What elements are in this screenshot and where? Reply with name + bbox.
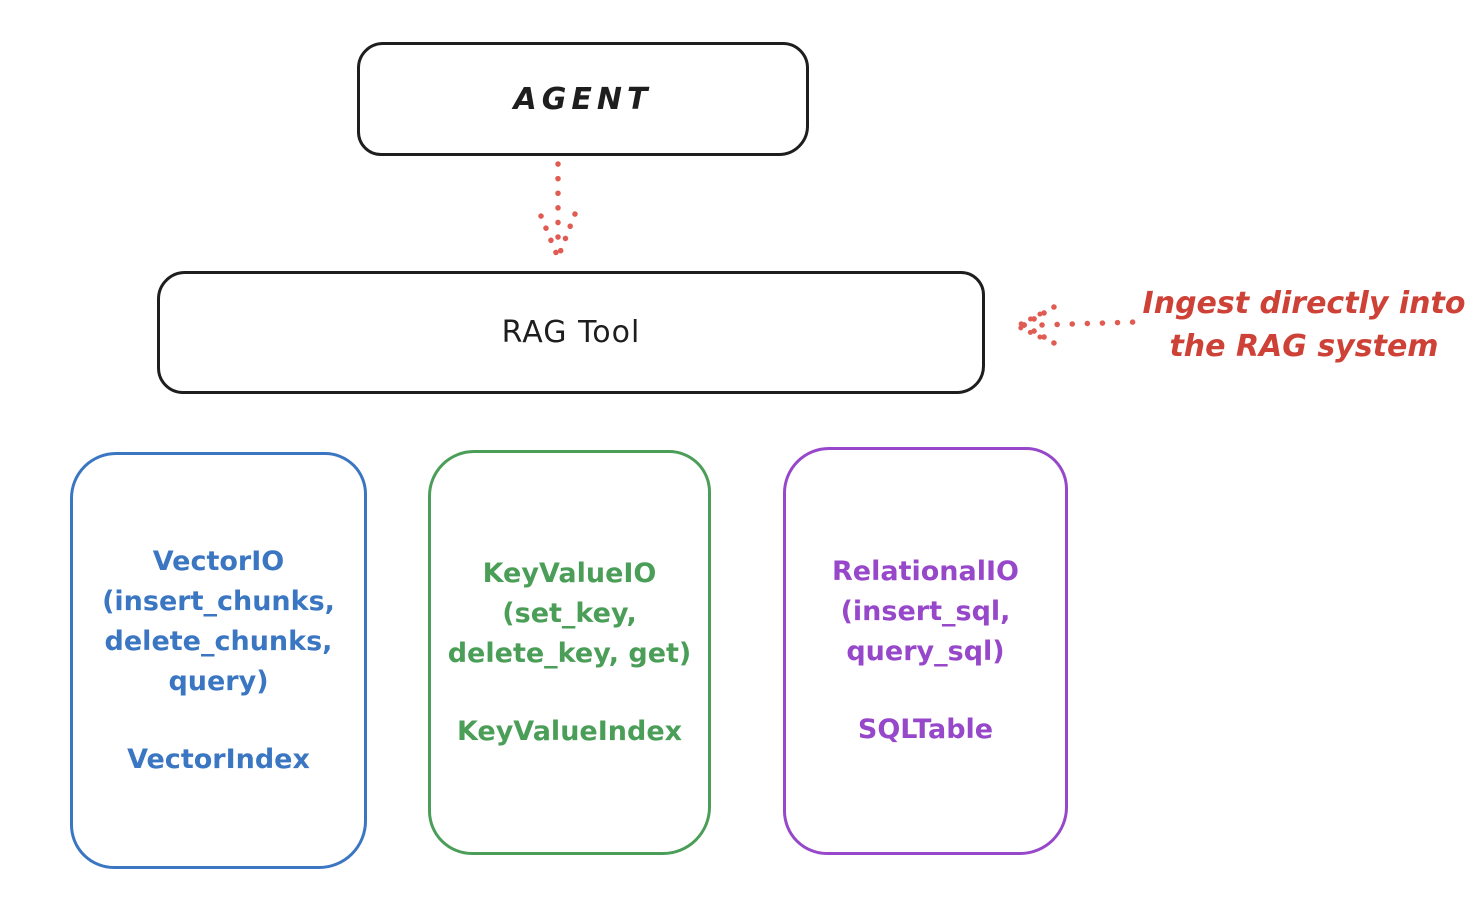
key-value-io-label-line: delete_key, get) — [447, 637, 692, 669]
arrowhead-inner-upper-arm — [1014, 311, 1043, 329]
ingest-annotation: Ingest directly into the RAG system — [1128, 282, 1480, 368]
rag-tool-label: RAG Tool — [501, 315, 641, 350]
key-value-index-label: KeyValueIndex — [456, 715, 683, 747]
agent-to-rag-arrow — [538, 161, 578, 258]
arrowhead-right-arm — [556, 211, 578, 258]
vector-index-label: VectorIndex — [127, 743, 310, 775]
ingest-annotation-line2: the RAG system — [1169, 329, 1439, 364]
key-value-io-node: KeyValueIO (set_key, delete_key, get) Ke… — [428, 450, 711, 855]
vector-io-node: VectorIO (insert_chunks, delete_chunks, … — [70, 452, 367, 869]
relational-io-node: RelationalIO (insert_sql, query_sql) SQL… — [783, 447, 1068, 855]
key-value-io-label-line: KeyValueIO — [482, 557, 657, 589]
relational-io-label-line: RelationalIO — [832, 556, 1019, 587]
agent-node: AGENT — [357, 42, 809, 156]
vector-io-label-line: (insert_chunks, — [102, 585, 335, 617]
vector-io-label-line: query) — [168, 665, 269, 697]
arrow-shaft — [1039, 319, 1139, 328]
ingest-arrow — [1014, 304, 1139, 346]
ingest-annotation-line1: Ingest directly into — [1142, 286, 1466, 321]
key-value-io-label-line: (set_key, — [502, 597, 637, 629]
arrowhead-left-arm — [538, 213, 560, 258]
vector-io-label-line: VectorIO — [152, 545, 285, 577]
vector-io-label-line: delete_chunks, — [104, 625, 333, 657]
relational-io-label-line: (insert_sql, — [840, 596, 1011, 627]
rag-tool-node: RAG Tool — [157, 271, 985, 394]
arrowhead-inner-lower-arm — [1014, 323, 1043, 340]
relational-io-label-line: query_sql) — [846, 636, 1005, 667]
sql-table-label: SQLTable — [857, 714, 994, 745]
agent-label: AGENT — [513, 81, 653, 117]
